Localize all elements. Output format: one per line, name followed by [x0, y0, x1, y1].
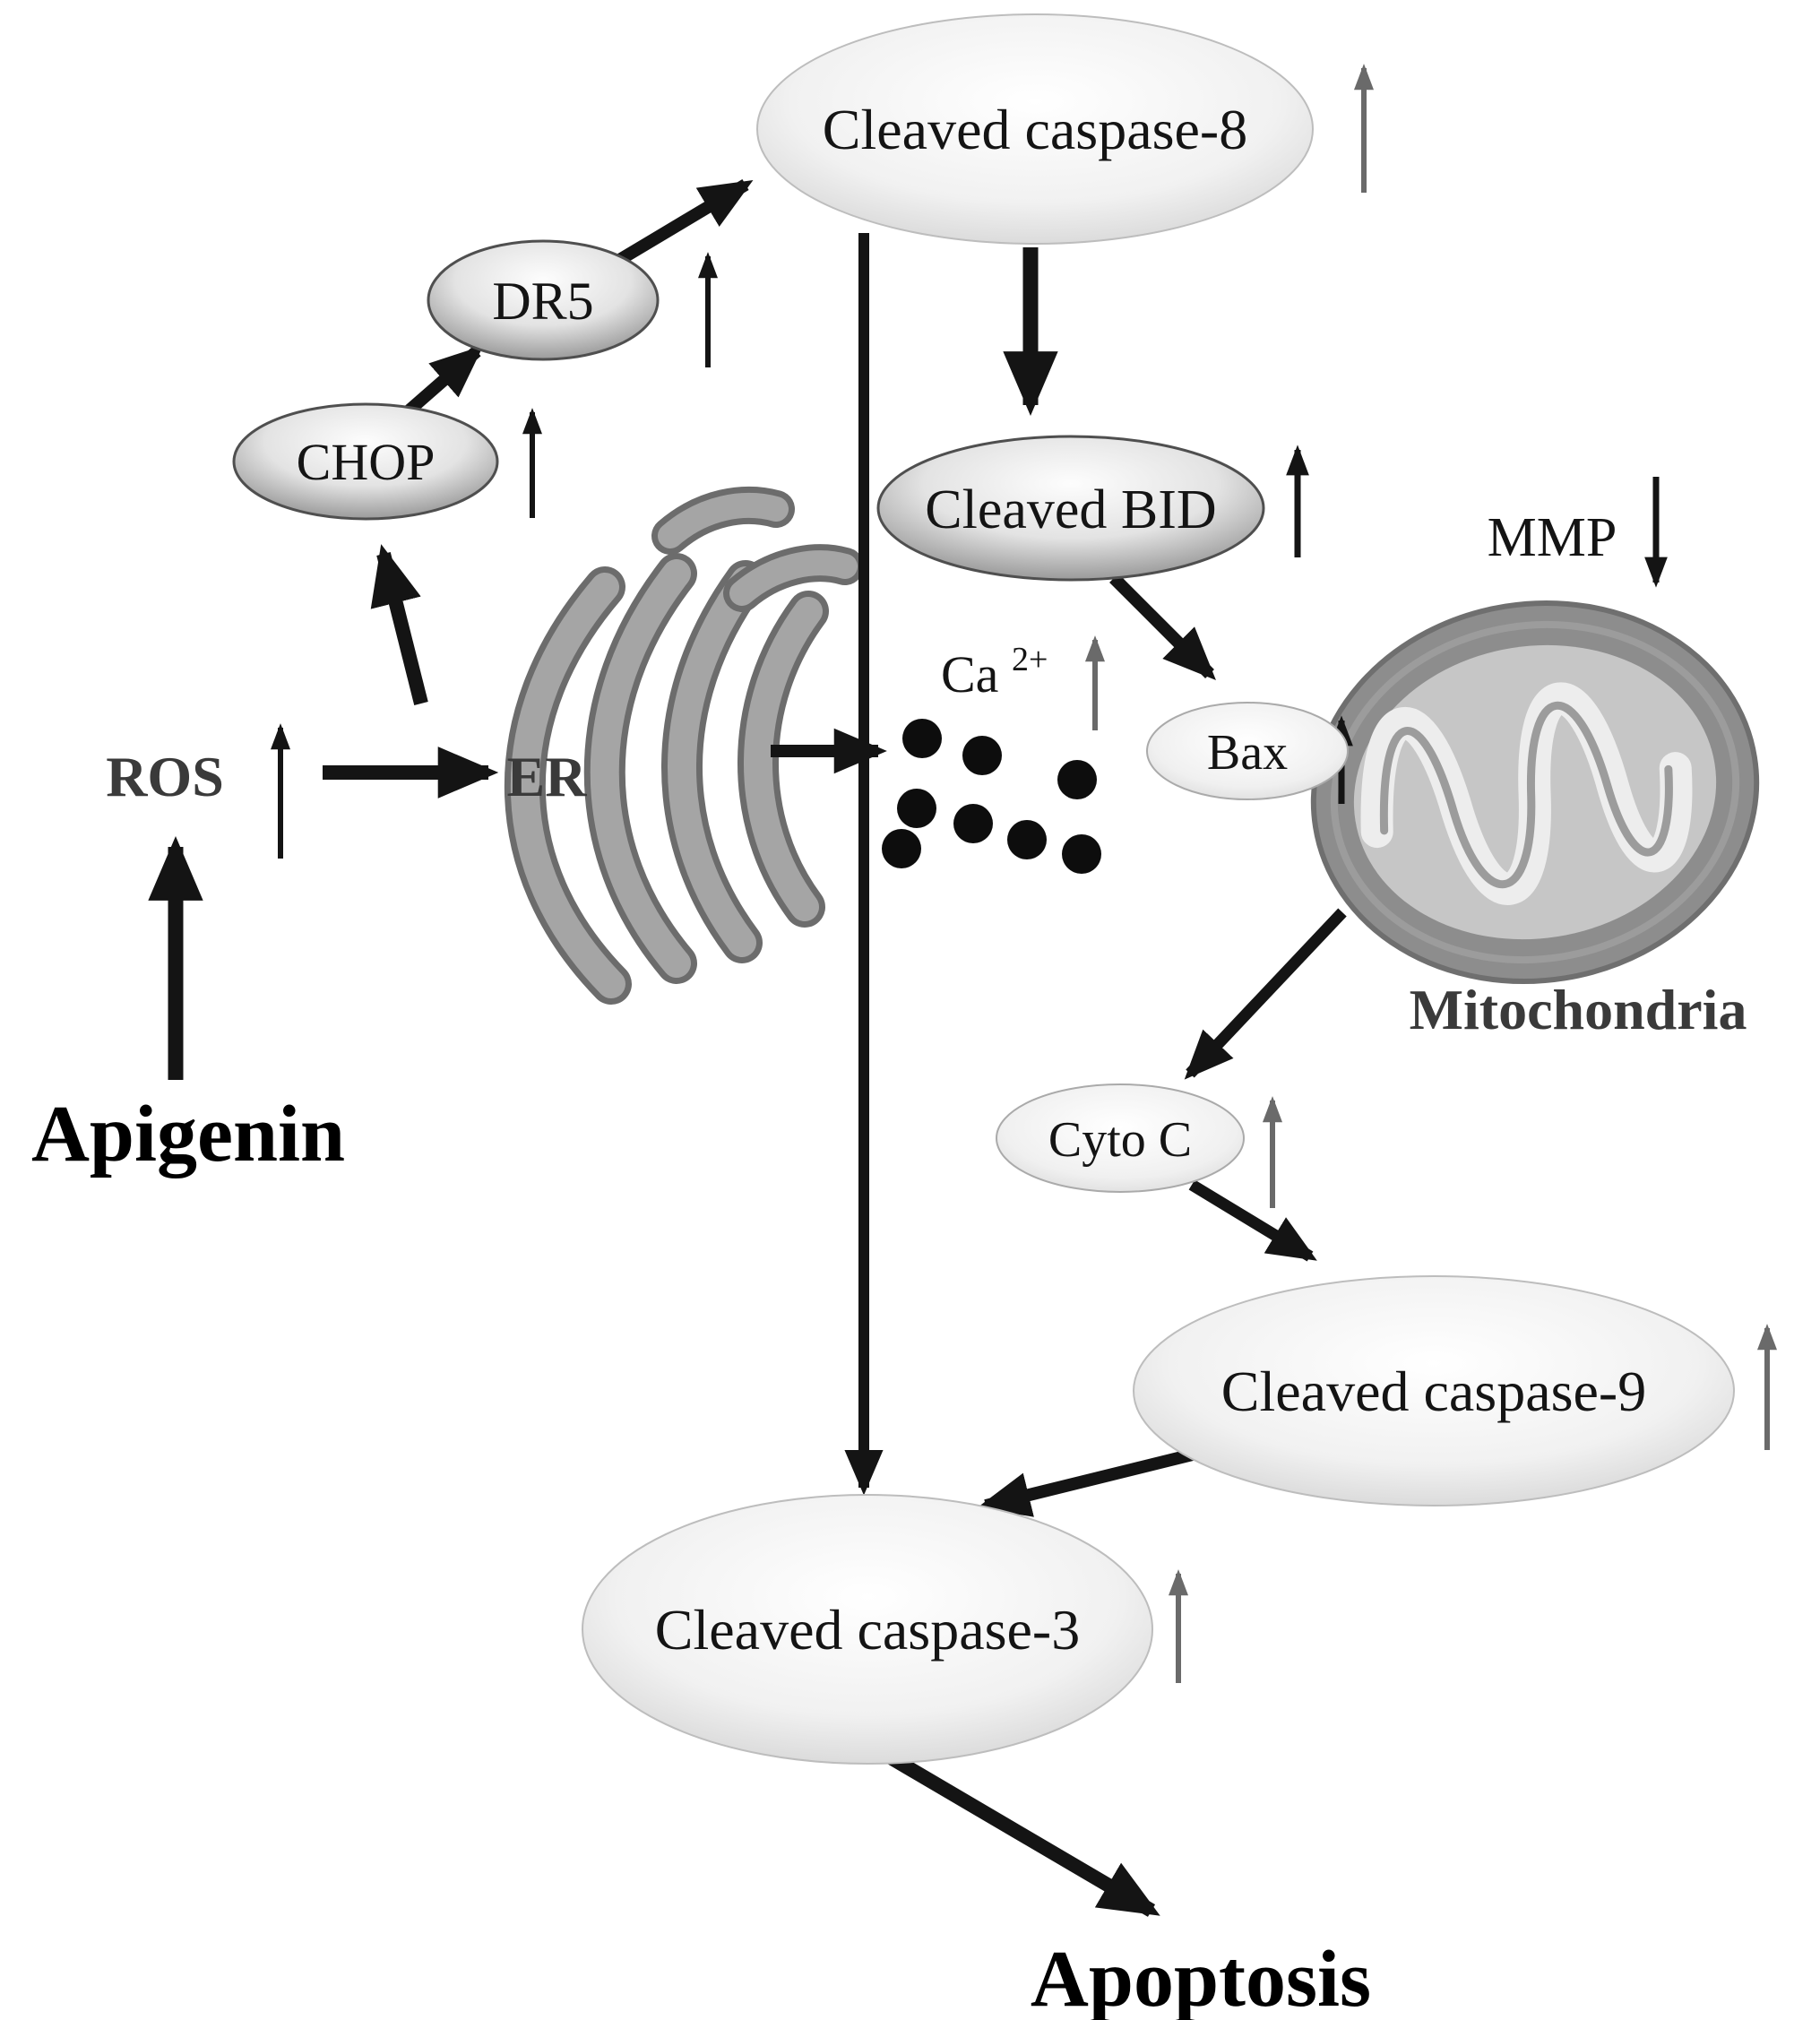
calcium-ion-dot — [1007, 820, 1047, 859]
edge-caspase9-caspase3 — [977, 1447, 1198, 1517]
dr5-label: DR5 — [492, 272, 593, 331]
node-chop: CHOP — [232, 402, 499, 521]
node-cytoc: Cyto C — [996, 1083, 1245, 1193]
edge-cytoc-caspase9 — [1188, 1179, 1317, 1262]
mitochondria-cristae-shadow — [1379, 701, 1673, 888]
chop-label: CHOP — [297, 433, 436, 491]
mitochondria-label: Mitochondria — [1410, 978, 1747, 1041]
mitochondria-inner-membrane — [1330, 620, 1740, 964]
mmp-label: MMP — [1488, 507, 1617, 568]
cleaved-bid-ellipse — [876, 435, 1265, 582]
node-cleaved-bid: Cleaved BID — [876, 435, 1265, 582]
edge-mitochondria-cytoc — [1184, 908, 1347, 1080]
apigenin-label: Apigenin — [31, 1090, 345, 1178]
node-caspase3: Cleaved caspase-3 — [582, 1494, 1153, 1765]
caspase9-label: Cleaved caspase-9 — [1221, 1360, 1646, 1423]
cleaved-bid-label: Cleaved BID — [925, 479, 1216, 540]
node-caspase8: Cleaved caspase-8 — [756, 13, 1314, 245]
caspase8-ellipse — [756, 13, 1314, 245]
cytoc-ellipse — [996, 1083, 1245, 1193]
edge-dr5-caspase8 — [613, 178, 754, 268]
edge-chop-dr5 — [401, 345, 484, 419]
er-cisterna — [583, 553, 697, 984]
caspase9-ellipse — [1133, 1275, 1735, 1506]
calcium-ion-dot — [962, 736, 1002, 775]
apoptosis-label: Apoptosis — [1031, 1935, 1371, 2020]
er-cisterna — [651, 486, 795, 555]
edge-caspase3-apoptosis — [884, 1750, 1160, 1917]
er-cisterna — [504, 566, 632, 1005]
caspase8-label: Cleaved caspase-8 — [823, 98, 1247, 161]
edge-er-chop — [370, 544, 428, 705]
caspase3-ellipse — [582, 1494, 1153, 1765]
node-bax: Bax — [1146, 702, 1349, 800]
er-organelle — [504, 486, 864, 1005]
calcium-superscript: 2+ — [1012, 641, 1048, 678]
mitochondria-organelle — [1310, 600, 1760, 985]
edge-bid-bax — [1109, 574, 1216, 680]
caspase3-label: Cleaved caspase-3 — [655, 1598, 1080, 1662]
calcium-ion-dot — [882, 829, 921, 868]
calcium-ion-dot — [1062, 834, 1101, 874]
calcium-base: Ca — [941, 645, 998, 704]
node-dr5: DR5 — [427, 239, 660, 361]
er-label: ER — [507, 745, 588, 808]
calcium-ions — [882, 719, 1101, 874]
node-caspase9: Cleaved caspase-9 — [1133, 1275, 1735, 1506]
er-cisterna — [661, 560, 766, 963]
bax-label: Bax — [1207, 725, 1288, 781]
calcium-ion-dot — [902, 719, 942, 758]
calcium-ion-dot — [897, 789, 936, 828]
calcium-ion-dot — [1057, 760, 1097, 799]
calcium-label: Ca 2+ — [941, 641, 1048, 704]
calcium-ion-dot — [953, 804, 993, 843]
bax-ellipse — [1146, 702, 1349, 800]
chop-ellipse — [232, 402, 499, 521]
er-cisterna — [737, 591, 829, 928]
er-cisterna — [723, 544, 864, 612]
cytoc-label: Cyto C — [1048, 1112, 1192, 1168]
dr5-ellipse — [427, 239, 660, 361]
ros-label: ROS — [106, 745, 224, 808]
